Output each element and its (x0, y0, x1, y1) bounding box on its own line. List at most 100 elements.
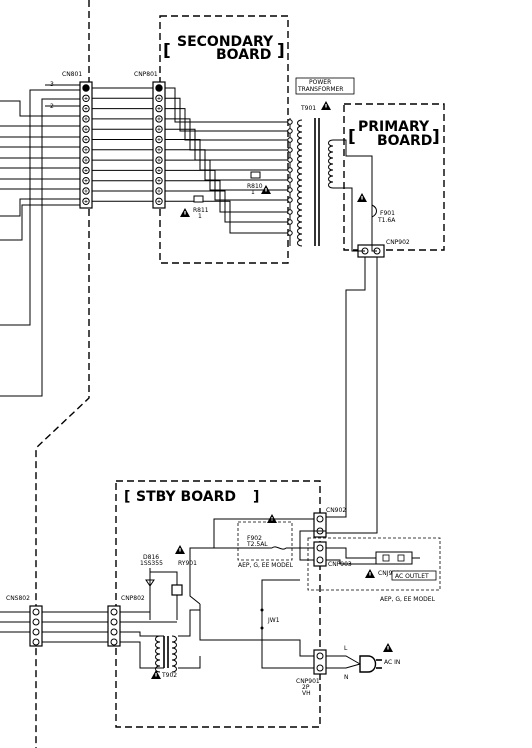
power-transformer-label-line2: TRANSFORMER (297, 86, 343, 93)
cn801-label: CN801 (62, 71, 82, 78)
d816-label-line1: D816 (143, 554, 159, 561)
t901-warning-icon (320, 100, 332, 111)
connector-pin-mark (84, 148, 88, 152)
ac-in-label: AC IN (384, 659, 400, 666)
ac-outlet-label: AC OUTLET (395, 573, 429, 580)
cnp801-label: CNP801 (134, 71, 158, 78)
svg-text:[: [ (124, 489, 130, 505)
cnj903-warning-icon (364, 568, 376, 579)
winding-tap (287, 219, 293, 225)
power-transformer-t901: POWER TRANSFORMER T901 (287, 77, 373, 247)
outlet-option-outline (307, 537, 441, 591)
cnj903-label: CNJ903 (378, 570, 400, 577)
connector-pin-mark (84, 168, 88, 172)
f901-label-line1: F901 (380, 210, 395, 217)
harness-wire (165, 169, 290, 201)
connector-pin-mark (84, 117, 88, 121)
fuse-f902: F902 T2.5AL AEP, G, EE MODEL (238, 513, 294, 569)
winding-tap (287, 157, 293, 163)
connector-pin-mark (157, 168, 161, 172)
winding-tap (287, 187, 293, 193)
winding-tap (287, 128, 293, 134)
cnp901-label-line1: CNP901 (296, 678, 320, 685)
secondary-winding (297, 119, 303, 247)
resistor-r810: R810 1 (247, 171, 272, 196)
f901-label-line2: T1.6A (377, 217, 396, 224)
r811-warning-icon (179, 207, 191, 218)
connector-pin-mark (157, 137, 161, 142)
connector-cn801: CN801 (62, 71, 93, 209)
harness-wire (165, 190, 290, 223)
harness-wire (165, 87, 290, 123)
connector-pin-mark (157, 179, 161, 183)
t902-primary-winding (155, 635, 161, 673)
secondary-board-title-line2: BOARD (216, 47, 271, 63)
power-transformer-label-line1: POWER (309, 79, 331, 86)
t902-secondary-winding (171, 635, 177, 673)
harness-wire (165, 108, 290, 141)
ac-in-l-label: L (344, 645, 348, 652)
harness-wire (165, 159, 290, 191)
wiring-harness (92, 87, 290, 234)
primary-winding (328, 139, 334, 189)
svg-text:[: [ (163, 41, 171, 61)
harness-wire (165, 180, 290, 213)
connector-pin-mark (157, 107, 161, 111)
f901-warning-icon (356, 192, 368, 203)
svg-text:]: ] (432, 127, 440, 147)
primary-board-title: [ PRIMARY BOARD ] (348, 119, 440, 149)
outlet-model-label: AEP, G, EE MODEL (380, 596, 436, 603)
t901-label: T901 (300, 105, 316, 112)
connector-pin-mark (84, 199, 88, 203)
winding-tap (287, 137, 293, 143)
winding-tap (287, 197, 293, 203)
connector-pin (82, 84, 90, 92)
svg-text:[: [ (348, 127, 356, 147)
connector-pin-mark (84, 127, 88, 131)
harness-wire (165, 200, 290, 234)
ac-in-plug: L N AC IN (344, 642, 400, 681)
secondary-board-title-line1: SECONDARY (177, 34, 274, 50)
r810-label-line1: R810 (247, 183, 263, 190)
winding-tap (287, 230, 293, 236)
harness-wire (165, 128, 290, 161)
harness-wire (165, 118, 290, 151)
f902-label-line2: T2.5AL (246, 541, 268, 548)
connector-pin-mark (84, 179, 88, 183)
f902-label-line1: F902 (247, 535, 262, 542)
connector-pin (155, 84, 163, 92)
ac-outlet-cnj903: CNJ903 AC OUTLET AEP, G, EE MODEL (326, 547, 437, 603)
harness-wire (165, 149, 290, 181)
connector-cnp801: CNP801 (134, 71, 166, 209)
cnp901-label-line2: 2P (302, 684, 310, 691)
winding-tap (287, 177, 293, 183)
winding-tap (287, 147, 293, 153)
ac-in-n-label: N (344, 674, 349, 681)
connector-pin-mark (84, 137, 88, 142)
cn902-label: CN902 (326, 507, 346, 514)
cns802-label: CNS802 (6, 595, 30, 602)
connector-pin-mark (157, 189, 161, 193)
transformer-t902: T902 (150, 609, 201, 680)
ry901-warning-icon (174, 544, 186, 555)
harness-wire (165, 97, 290, 132)
fuse-f901: F901 T1.6A (356, 192, 396, 224)
t902-label: T902 (161, 672, 177, 679)
connector-pin-mark (84, 96, 88, 100)
cnp802-label: CNP802 (121, 595, 145, 602)
connector-cnp802: CNP802 (107, 595, 145, 647)
stby-board-title: [ STBY BOARD ] (124, 489, 259, 505)
connector-cns802: CNS802 (6, 595, 43, 647)
connector-cnp902: CNP902 (326, 225, 410, 534)
relay-ry901: D816 1SS355 RY901 (140, 518, 326, 657)
resistor-r811: R811 1 (179, 195, 209, 220)
svg-text:]: ] (277, 41, 285, 61)
harness-wire (165, 139, 290, 171)
connector-pin-mark (157, 148, 161, 152)
ac-in-warning-icon (382, 642, 394, 653)
winding-tap (287, 167, 293, 173)
connector-pin-mark (157, 117, 161, 121)
winding-tap (287, 119, 293, 125)
jumper-jw1: JW1 (260, 579, 314, 669)
connector-cnp901: CNP901 2P VH (296, 649, 361, 697)
